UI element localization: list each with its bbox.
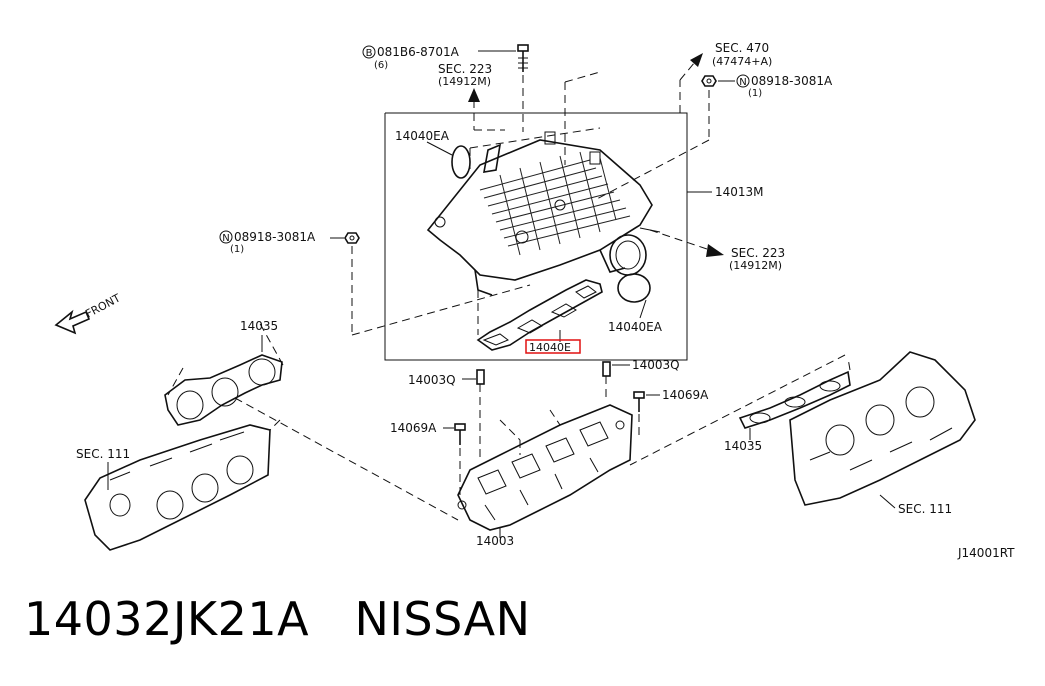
label-gasket-e: 14040E [529,341,571,354]
label-sec470-ref: (47474+A) [712,55,772,68]
upper-assembly-frame [384,112,688,361]
label-gasket-left: 14035 [240,319,278,333]
label-sec223-right: SEC. 223 [731,246,785,260]
title-gap [309,592,354,646]
arrow-sec223-top-icon [468,88,505,131]
gasket-14035-left [164,354,283,426]
bolt-14069a-right [633,391,645,440]
brand-name: NISSAN [354,592,531,646]
label-bolt-right: 14069A [662,388,709,402]
part-number: 14032JK21A [24,592,310,646]
label-front: FRONT [83,291,123,320]
left-nut [344,232,360,244]
label-diagram-id: J14001RT [957,546,1015,560]
part-title: 14032JK21A NISSAN [24,592,531,646]
label-sec223-right-ref: (14912M) [729,259,782,272]
arrow-sec223-right-icon [649,229,724,257]
arrow-sec470-icon [679,53,703,113]
label-sec223-top: SEC. 223 [438,62,492,76]
label-nut-left-qty: (1) [230,244,244,255]
label-bolt-left: 14069A [390,421,437,435]
stud-14003q-right [602,361,611,400]
bolt-14069a-left [454,423,466,500]
stud-14003q-left [476,369,485,460]
gasket-14040ea-top [451,145,471,179]
cylinder-head-right [789,351,976,506]
label-stud-left: 14003Q [408,373,456,387]
label-manifold-upper: 14013M [715,185,764,199]
top-bolt [517,44,529,72]
gasket-14040ea-right [617,273,651,303]
label-nut-right-qty: (1) [748,88,762,99]
nut-right-prefix: N [739,77,746,88]
right-nut [701,75,717,87]
label-nut-right: 08918-3081A [751,74,833,88]
parts-diagram: B 081B6-8701A (6) SEC. 223 (14912M) SEC.… [54,41,1015,560]
nut-left-prefix-circle [219,230,233,244]
gasket-14040e [476,279,603,351]
bolt-prefix-circle [362,45,376,59]
label-nut-left: 08918-3081A [234,230,316,244]
lower-intake-manifold [457,404,633,531]
bolt-prefix: B [366,48,373,59]
label-sec223-top-ref: (14912M) [438,75,491,88]
label-sec470: SEC. 470 [715,41,769,55]
label-bolt-top: 081B6-8701A [377,45,460,59]
nut-right-prefix-circle [736,74,750,88]
upper-intake-manifold [426,131,661,296]
label-stud-right: 14003Q [632,358,680,372]
label-gasket-right: 14035 [724,439,762,453]
label-bolt-top-qty: (6) [374,60,388,71]
label-gasket-ea-right: 14040EA [608,320,663,334]
label-gasket-ea-top: 14040EA [395,129,450,143]
gasket-14035-right [738,370,851,429]
label-sec111-right: SEC. 111 [898,502,952,516]
label-manifold-lower: 14003 [476,534,514,548]
nut-left-prefix: N [222,233,229,244]
label-sec111-left: SEC. 111 [76,447,130,461]
front-arrow-icon [54,309,91,335]
highlight-14040e [525,339,581,354]
cylinder-head-left [84,424,271,551]
